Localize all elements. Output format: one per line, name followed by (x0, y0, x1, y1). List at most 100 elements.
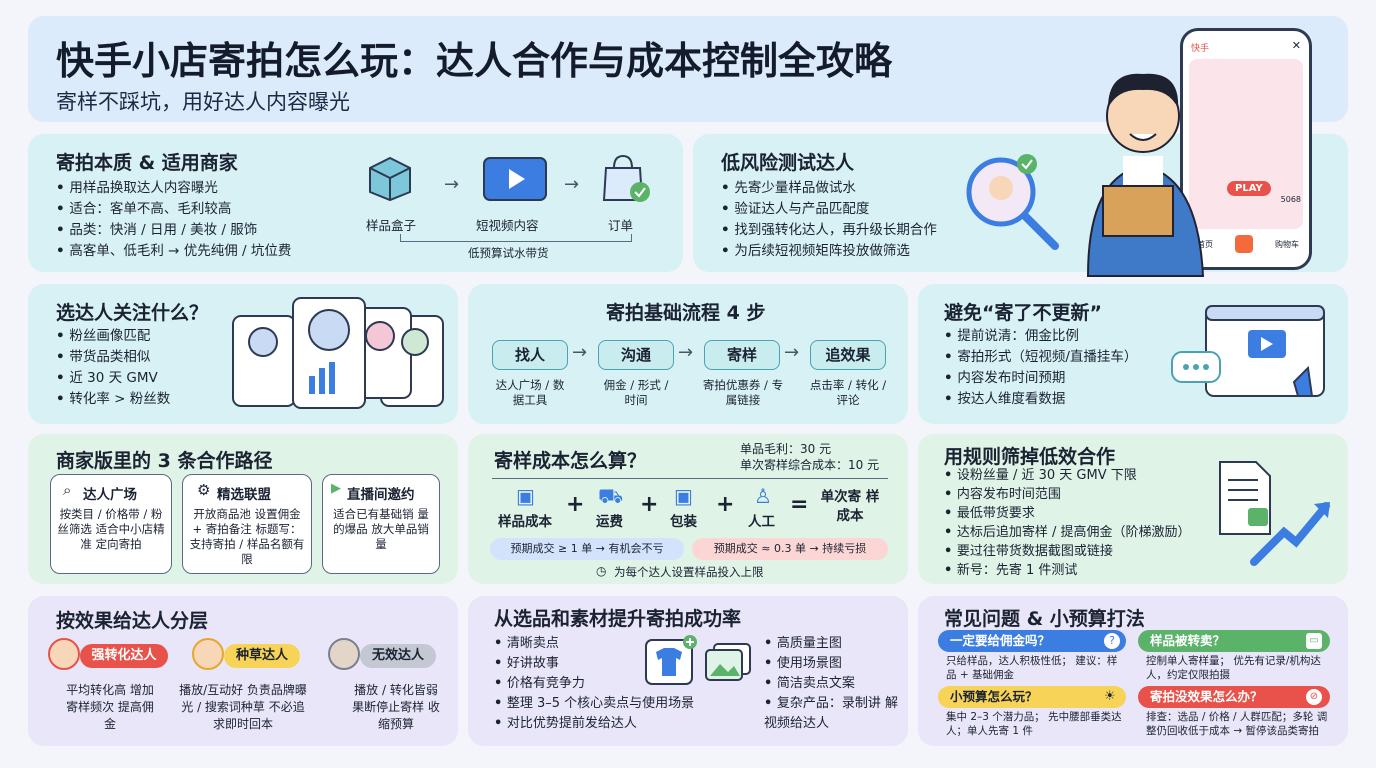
plus-sign: + (640, 492, 659, 517)
faq-answer: 排查：选品 / 价格 / 人群匹配；多轮 调整仍回收低于成本 → 暂停该品类寄拍 (1146, 711, 1328, 737)
step-desc: 佣金 / 形式 / 时间 (603, 378, 669, 407)
low-risk-list: 先寄少量样品做试水 验证达人与产品匹配度 找到强转化达人，再升级长期合作 为后续… (721, 178, 937, 262)
phone-app-label: 快手 (1191, 44, 1210, 54)
list-item: 用样品换取达人内容曝光 (56, 178, 291, 199)
stop-icon: ⊘ (1306, 689, 1322, 705)
card-title: 商家版里的 3 条合作路径 (56, 450, 273, 472)
avoid-list: 提前说清：佣金比例 寄拍形式（短视频/直播挂车） 内容发布时间预期 按达人维度看… (944, 326, 1137, 410)
list-item: 内容发布时间预期 (944, 368, 1137, 389)
essence-list: 用样品换取达人内容曝光 适合：客单不高、毛利较高 品类：快消 / 日用 / 美妆… (56, 178, 291, 262)
lightbulb-icon: ☀ (1104, 689, 1116, 704)
profile-cards-icon (232, 297, 444, 409)
search-icon: ⌕ (63, 481, 72, 499)
path-name: 直播间邀约 (347, 487, 415, 503)
plus-sign: + (566, 492, 585, 517)
cost-term: 运费 (596, 514, 623, 530)
list-item: 高质量主图 (764, 634, 904, 654)
flow-label: 样品盒子 (366, 218, 417, 233)
list-item: 为后续短视频矩阵投放做筛选 (721, 241, 937, 262)
arrow-icon: → (564, 174, 580, 195)
card-title: 常见问题 & 小预算打法 (944, 608, 1145, 630)
step-track[interactable]: 追效果 (810, 340, 886, 370)
list-item: 内容发布时间范围 (944, 485, 1191, 504)
cost-term: 包装 (670, 514, 697, 530)
close-icon[interactable]: ✕ (1291, 39, 1301, 52)
arrow-icon: → (678, 342, 694, 363)
package-icon: ▣ (674, 484, 693, 508)
list-item: 达标后追加寄样 / 提高佣金（阶梯激励） (944, 523, 1191, 542)
tier-invalid[interactable]: 无效达人 (360, 644, 436, 668)
list-item: 寄拍形式（短视频/直播挂车） (944, 347, 1137, 368)
step-desc: 寄拍优惠券 / 专属链接 (702, 378, 784, 407)
faq-answer: 控制单人寄样量； 优先有记录/机构达人，约定仅限拍摄 (1146, 655, 1321, 681)
list-item: 先寄少量样品做试水 (721, 178, 937, 199)
list-item: 适合：客单不高、毛利较高 (56, 199, 291, 220)
card-basic-flow: 寄拍基础流程 4 步 找人 → 沟通 → 寄样 → 追效果 达人广场 / 数据工… (468, 284, 908, 424)
tier-seeding[interactable]: 种草达人 (224, 644, 300, 668)
person-holding-phone-icon (1086, 73, 1205, 277)
faq-question[interactable]: 样品被转卖？ (1138, 630, 1330, 652)
list-item: 清晰卖点 (494, 634, 694, 654)
flow-label: 短视频内容 (476, 218, 539, 233)
list-item: 验证达人与产品匹配度 (721, 199, 937, 220)
faq-answer: 集中 2–3 个潜力品； 先中腰部垂类达人；单人先寄 1 件 (946, 711, 1122, 737)
camera-icon: ▶ (331, 481, 341, 496)
card-essence: 寄拍本质 & 适用商家 用样品换取达人内容曝光 适合：客单不高、毛利较高 品类：… (28, 134, 683, 272)
box-icon: ▣ (516, 484, 535, 508)
list-item: 高客单、低毛利 → 优先纯佣 / 坑位费 (56, 241, 291, 262)
list-item: 设粉丝量 / 近 30 天 GMV 下限 (944, 466, 1191, 485)
card-choose-creators: 选达人关注什么？ 粉丝画像匹配 带货品类相似 近 30 天 GMV 转化率 > … (28, 284, 458, 424)
path-desc: 适合已有基础销 量的爆品 放大单品销量 (333, 507, 429, 551)
tier-desc: 平均转化高 增加寄样频次 提高佣金 (66, 683, 154, 731)
help-icon: ? (1104, 633, 1120, 649)
phone-nav-cart[interactable]: 购物车 (1275, 240, 1299, 249)
choose-list: 粉丝画像匹配 带货品类相似 近 30 天 GMV 转化率 > 粉丝数 (56, 326, 170, 410)
header-banner: 快手小店寄拍怎么玩：达人合作与成本控制全攻略 寄样不踩坑，用好达人内容曝光 (28, 16, 1348, 122)
browser-video-icon (1171, 305, 1325, 397)
equals-sign: = (790, 492, 809, 517)
card-title: 用规则筛掉低效合作 (944, 446, 1116, 468)
step-find[interactable]: 找人 (492, 340, 568, 370)
card-avoid-no-update: 避免“寄了不更新” 提前说清：佣金比例 寄拍形式（短视频/直播挂车） 内容发布时… (918, 284, 1348, 424)
faq-question[interactable]: 寄拍没效果怎么办？ (1138, 686, 1330, 708)
path-live-invite[interactable]: ▶ 直播间邀约 适合已有基础销 量的爆品 放大单品销量 (322, 474, 440, 574)
list-item: 新号：先寄 1 件测试 (944, 561, 1191, 580)
path-creator-square[interactable]: ⌕ 达人广场 按类目 / 价格带 / 粉丝筛选 适合中小店精准 定向寄拍 (50, 474, 172, 574)
list-item: 找到强转化达人，再升级长期合作 (721, 220, 937, 241)
list-item: 按达人维度看数据 (944, 389, 1137, 410)
clock-icon: ◷ (596, 564, 607, 578)
unit-margin: 单品毛利：30 元 (740, 442, 832, 456)
path-alliance[interactable]: ⚙ 精选联盟 开放商品池 设置佣金 + 寄拍备注 标题写：支持寄拍 / 样品名额… (182, 474, 312, 574)
card-filter-rules: 用规则筛掉低效合作 设粉丝量 / 近 30 天 GMV 下限 内容发布时间范围 … (918, 434, 1348, 584)
cost-result: 单次寄 样成本 (820, 489, 880, 524)
magnifier-icon (966, 154, 1059, 250)
sample-box-icon (369, 156, 411, 202)
phone-nav-home[interactable]: 首页 (1197, 240, 1213, 249)
list-item: 粉丝画像匹配 (56, 326, 170, 347)
tier-strong[interactable]: 强转化达人 (80, 644, 168, 668)
card-faq: 常见问题 & 小预算打法 一定要给佣金吗？ ? 只给样品，达人积极性低； 建议：… (918, 596, 1348, 746)
path-desc: 按类目 / 价格带 / 粉丝筛选 适合中小店精准 定向寄拍 (57, 507, 165, 551)
path-name: 达人广场 (83, 487, 137, 503)
unit-cost: 单次寄样综合成本：10 元 (740, 458, 880, 472)
avatar (328, 638, 360, 670)
shop-icon[interactable] (1235, 235, 1253, 253)
faq-question[interactable]: 一定要给佣金吗？ (938, 630, 1126, 652)
ok-badge: 预期成交 ≥ 1 单 → 有机会不亏 (490, 538, 684, 560)
improve-list-left: 清晰卖点 好讲故事 价格有竞争力 整理 3–5 个核心卖点与使用场景 对比优势提… (494, 634, 694, 734)
list-item: 价格有竞争力 (494, 674, 694, 694)
tier-desc: 播放/互动好 负责品牌曝光 / 搜索词种草 不必追求即时回本 (179, 683, 307, 731)
shopping-bag-icon (602, 154, 650, 202)
improve-list-right: 高质量主图 使用场景图 简洁卖点文案 复杂产品：录制讲 解视频给达人 (764, 634, 904, 734)
cost-tip: 为每个达人设置样品投入上限 (614, 565, 764, 579)
video-icon (483, 157, 547, 201)
step-send-sample[interactable]: 寄样 (704, 340, 780, 370)
card-improve-success: 从选品和素材提升寄拍成功率 清晰卖点 好讲故事 价格有竞争力 整理 3–5 个核… (468, 596, 908, 746)
list-item: 提前说清：佣金比例 (944, 326, 1137, 347)
avatar (48, 638, 80, 670)
arrow-icon: → (572, 342, 588, 363)
step-communicate[interactable]: 沟通 (598, 340, 674, 370)
flow-label: 订单 (608, 218, 634, 233)
faq-question[interactable]: 小预算怎么玩？ (938, 686, 1126, 708)
play-badge[interactable]: PLAY (1227, 181, 1271, 196)
